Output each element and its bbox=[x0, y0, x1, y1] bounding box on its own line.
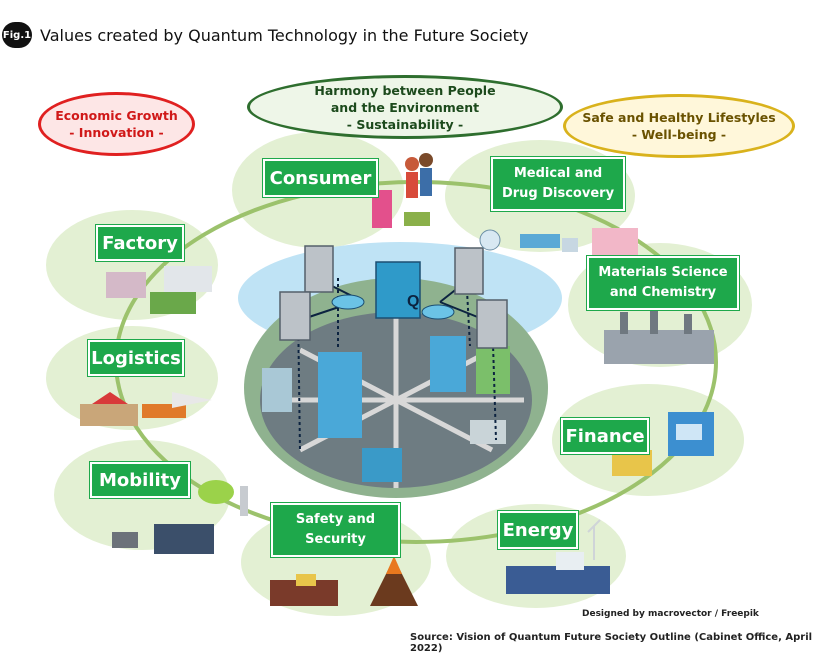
quantum-disc-left bbox=[331, 294, 365, 310]
quantum-symbol: Q bbox=[407, 293, 419, 310]
network-lines bbox=[299, 279, 491, 323]
source-citation: Source: Vision of Quantum Future Society… bbox=[410, 632, 813, 654]
city-building-green bbox=[476, 346, 510, 394]
city-roads bbox=[268, 312, 524, 488]
value-well-being: Safe and Healthy Lifestyles - Well-being… bbox=[563, 94, 795, 158]
sector-label-safety: Safety and Security bbox=[271, 503, 400, 557]
central-quantum-city: Q bbox=[238, 242, 562, 498]
value-economic-growth: Economic Growth - Innovation - bbox=[38, 92, 195, 156]
sector-label-logistics: Logistics bbox=[88, 340, 184, 376]
city-tower-main bbox=[318, 352, 362, 438]
safety-line-1: Safety and bbox=[295, 512, 376, 527]
design-credit: Designed by macrovector / Freepik bbox=[582, 609, 759, 619]
city-building-low bbox=[470, 420, 506, 444]
safety-line-2: Security bbox=[305, 532, 366, 547]
medical-line-2: Drug Discovery bbox=[501, 186, 615, 201]
wellbeing-line-2: - Well-being - bbox=[631, 127, 727, 142]
sector-label-energy: Energy bbox=[498, 511, 578, 549]
city-tower-right bbox=[430, 336, 466, 392]
server-left-top bbox=[304, 245, 334, 293]
harmony-line-3: - Sustainability - bbox=[346, 116, 464, 132]
economic-line-2: - Innovation - bbox=[69, 125, 164, 140]
figure-header: Fig.1 Values created by Quantum Technolo… bbox=[0, 22, 528, 48]
sector-label-medical: Medical and Drug Discovery bbox=[491, 157, 625, 211]
quantum-server bbox=[375, 261, 421, 319]
server-right bbox=[476, 299, 508, 349]
server-right-top bbox=[454, 247, 484, 295]
value-sustainability: Harmony between People and the Environme… bbox=[247, 75, 563, 139]
figure-title: Values created by Quantum Technology in … bbox=[40, 25, 529, 45]
city-tower-left bbox=[262, 368, 292, 412]
materials-line-2: and Chemistry bbox=[609, 285, 717, 300]
city-building-teal bbox=[362, 448, 402, 482]
sector-label-consumer: Consumer bbox=[263, 159, 378, 197]
figure-badge: Fig.1 bbox=[2, 22, 32, 48]
server-left bbox=[279, 291, 311, 341]
quantum-disc-right bbox=[421, 304, 455, 320]
medical-line-1: Medical and bbox=[513, 166, 603, 181]
sector-label-materials: Materials Science and Chemistry bbox=[587, 256, 739, 310]
harmony-line-2: and the Environment bbox=[330, 99, 480, 115]
wellbeing-line-1: Safe and Healthy Lifestyles bbox=[582, 110, 776, 125]
sector-illustrations bbox=[80, 153, 714, 606]
sector-label-factory: Factory bbox=[96, 225, 184, 261]
sector-label-mobility: Mobility bbox=[90, 462, 190, 498]
sector-label-finance: Finance bbox=[561, 418, 649, 454]
materials-line-1: Materials Science bbox=[598, 265, 728, 280]
economic-line-1: Economic Growth bbox=[55, 108, 178, 123]
harmony-line-1: Harmony between People bbox=[314, 82, 496, 98]
